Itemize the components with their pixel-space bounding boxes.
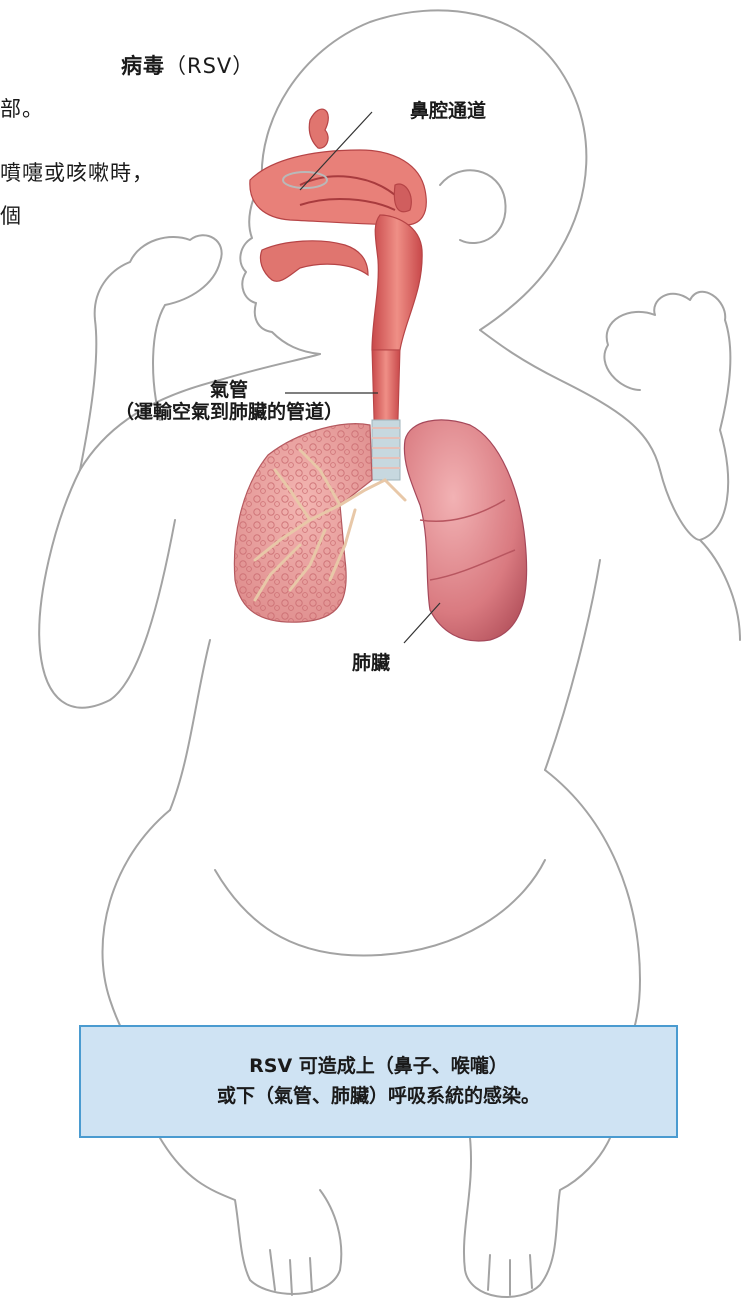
- intro-line-4: 個: [0, 206, 22, 227]
- right-lung: [404, 420, 526, 641]
- pharynx: [260, 215, 422, 350]
- label-trachea-group: 氣管 （運輸空氣到肺臟的管道）: [79, 380, 379, 424]
- intro-rest: （RSV）: [165, 54, 254, 78]
- intro-line-2: 部。: [0, 99, 44, 120]
- label-trachea: 氣管: [79, 380, 379, 402]
- intro-line-3: 噴嚏或咳嗽時，: [0, 163, 154, 184]
- intro-line-1: 病毒（RSV）: [121, 56, 254, 77]
- label-trachea-description: （運輸空氣到肺臟的管道）: [79, 402, 379, 424]
- label-nasal-passage: 鼻腔通道: [410, 101, 486, 123]
- callout-line-2: 或下（氣管、肺臟）呼吸系統的感染。: [217, 1082, 540, 1111]
- intro-bold: 病毒: [121, 54, 165, 78]
- label-lungs: 肺臟: [352, 653, 390, 675]
- infection-callout-box: RSV 可造成上（鼻子、喉嚨） 或下（氣管、肺臟）呼吸系統的感染。: [79, 1025, 678, 1138]
- nasal-cavity: [250, 109, 426, 225]
- callout-line-1: RSV 可造成上（鼻子、喉嚨）: [249, 1052, 508, 1081]
